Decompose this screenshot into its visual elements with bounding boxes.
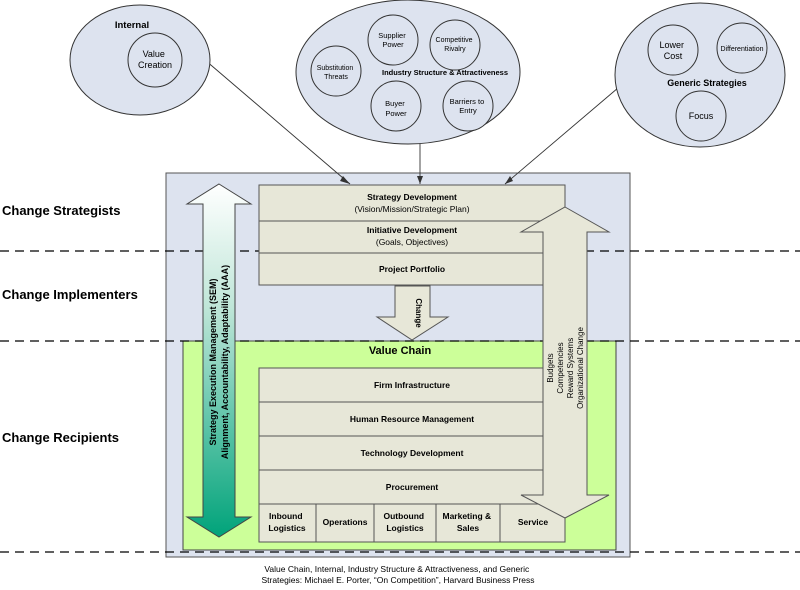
vc-marketing-sales-label: Marketing & Sales [442, 511, 493, 533]
connector-internal-arrowhead [340, 176, 350, 184]
project-portfolio-title: Project Portfolio [379, 264, 445, 274]
caption-line-2: Strategies: Michael E. Porter, “On Compe… [261, 575, 534, 585]
lower-cost-label: Lower Cost [659, 40, 686, 61]
differentiation-circle [716, 22, 768, 74]
vc-outbound-logistics-label: Outbound Logistics [384, 511, 427, 533]
competitive-rivalry-circle [429, 19, 481, 71]
connector-generic-arrowhead [505, 176, 513, 184]
lower-cost-circle [647, 24, 699, 76]
role-change-strategists: Change Strategists [2, 203, 120, 218]
org-change-labels: Budgets Competencies Reward Systems Orga… [546, 327, 585, 409]
caption-line-1: Value Chain, Internal, Industry Structur… [264, 564, 530, 574]
initiative-development-title: Initiative Development [367, 225, 457, 235]
initiative-development-sub: (Goals, Objectives) [376, 237, 448, 247]
buyer-power-circle [370, 80, 422, 132]
sem-labels: Strategy Execution Management (SEM) Alig… [208, 265, 230, 459]
org-change-organizational-change: Organizational Change [576, 327, 585, 409]
vc-procurement-label: Procurement [386, 482, 439, 492]
competitive-rivalry-label: Competitive Rivalry [436, 37, 475, 53]
vc-human-resource-label: Human Resource Management [350, 414, 474, 424]
barriers-to-entry-circle [442, 80, 494, 132]
value-creation-circle [127, 32, 183, 88]
org-change-competencies: Competencies [556, 342, 565, 393]
value-creation-label: Value Creation [138, 49, 172, 70]
vc-inbound-logistics-box [258, 503, 317, 543]
vc-inbound-logistics-label: Inbound Logistics [268, 511, 306, 533]
connector-generic [504, 81, 626, 185]
vc-service-label: Service [518, 517, 549, 527]
vc-firm-infrastructure-label: Firm Infrastructure [374, 380, 450, 390]
strategy-development-title: Strategy Development [367, 192, 457, 202]
value-chain-title: Value Chain [369, 345, 432, 357]
role-change-recipients: Change Recipients [2, 430, 119, 445]
strategy-development-box [258, 184, 566, 222]
buyer-power-label: Buyer Power [385, 99, 407, 118]
vc-operations-label: Operations [323, 517, 368, 527]
focus-circle [675, 90, 727, 142]
substitution-threats-circle [310, 45, 362, 97]
industry-label: Industry Structure & Attractiveness [382, 68, 508, 77]
substitution-threats-label: Substitution Threats [317, 65, 356, 81]
internal-label: Internal [115, 20, 149, 31]
generic-strategies-label: Generic Strategies [667, 78, 747, 88]
vc-technology-development-box [258, 435, 566, 471]
vc-procurement-box [258, 469, 566, 505]
sem-line-1: Strategy Execution Management (SEM) [208, 278, 218, 445]
differentiation-label: Differentiation [720, 46, 763, 53]
org-change-budgets: Budgets [546, 353, 555, 382]
vc-technology-development-label: Technology Development [361, 448, 464, 458]
vc-firm-infrastructure-box [258, 367, 566, 403]
strategy-development-sub: (Vision/Mission/Strategic Plan) [354, 204, 469, 214]
change-arrow [375, 285, 450, 341]
connector-industry-arrowhead [417, 176, 423, 184]
barriers-to-entry-label: Barriers to Entry [450, 97, 487, 115]
focus-label: Focus [689, 111, 714, 121]
role-change-implementers: Change Implementers [2, 287, 138, 302]
sem-double-arrow [185, 183, 253, 538]
supplier-power-label: Supplier Power [378, 31, 408, 49]
change-arrow-label: Change [414, 298, 423, 328]
supplier-power-circle [367, 14, 419, 66]
project-portfolio-box [258, 252, 566, 286]
vc-outbound-logistics-box [373, 503, 437, 543]
vc-marketing-sales-box [435, 503, 501, 543]
sem-line-2: Alignment, Accountability, Adaptability … [220, 265, 230, 459]
caption: Value Chain, Internal, Industry Structur… [261, 564, 534, 585]
connector-internal [204, 59, 351, 185]
vc-human-resource-box [258, 401, 566, 437]
org-change-double-arrow [519, 206, 611, 519]
org-change-reward-systems: Reward Systems [566, 338, 575, 398]
